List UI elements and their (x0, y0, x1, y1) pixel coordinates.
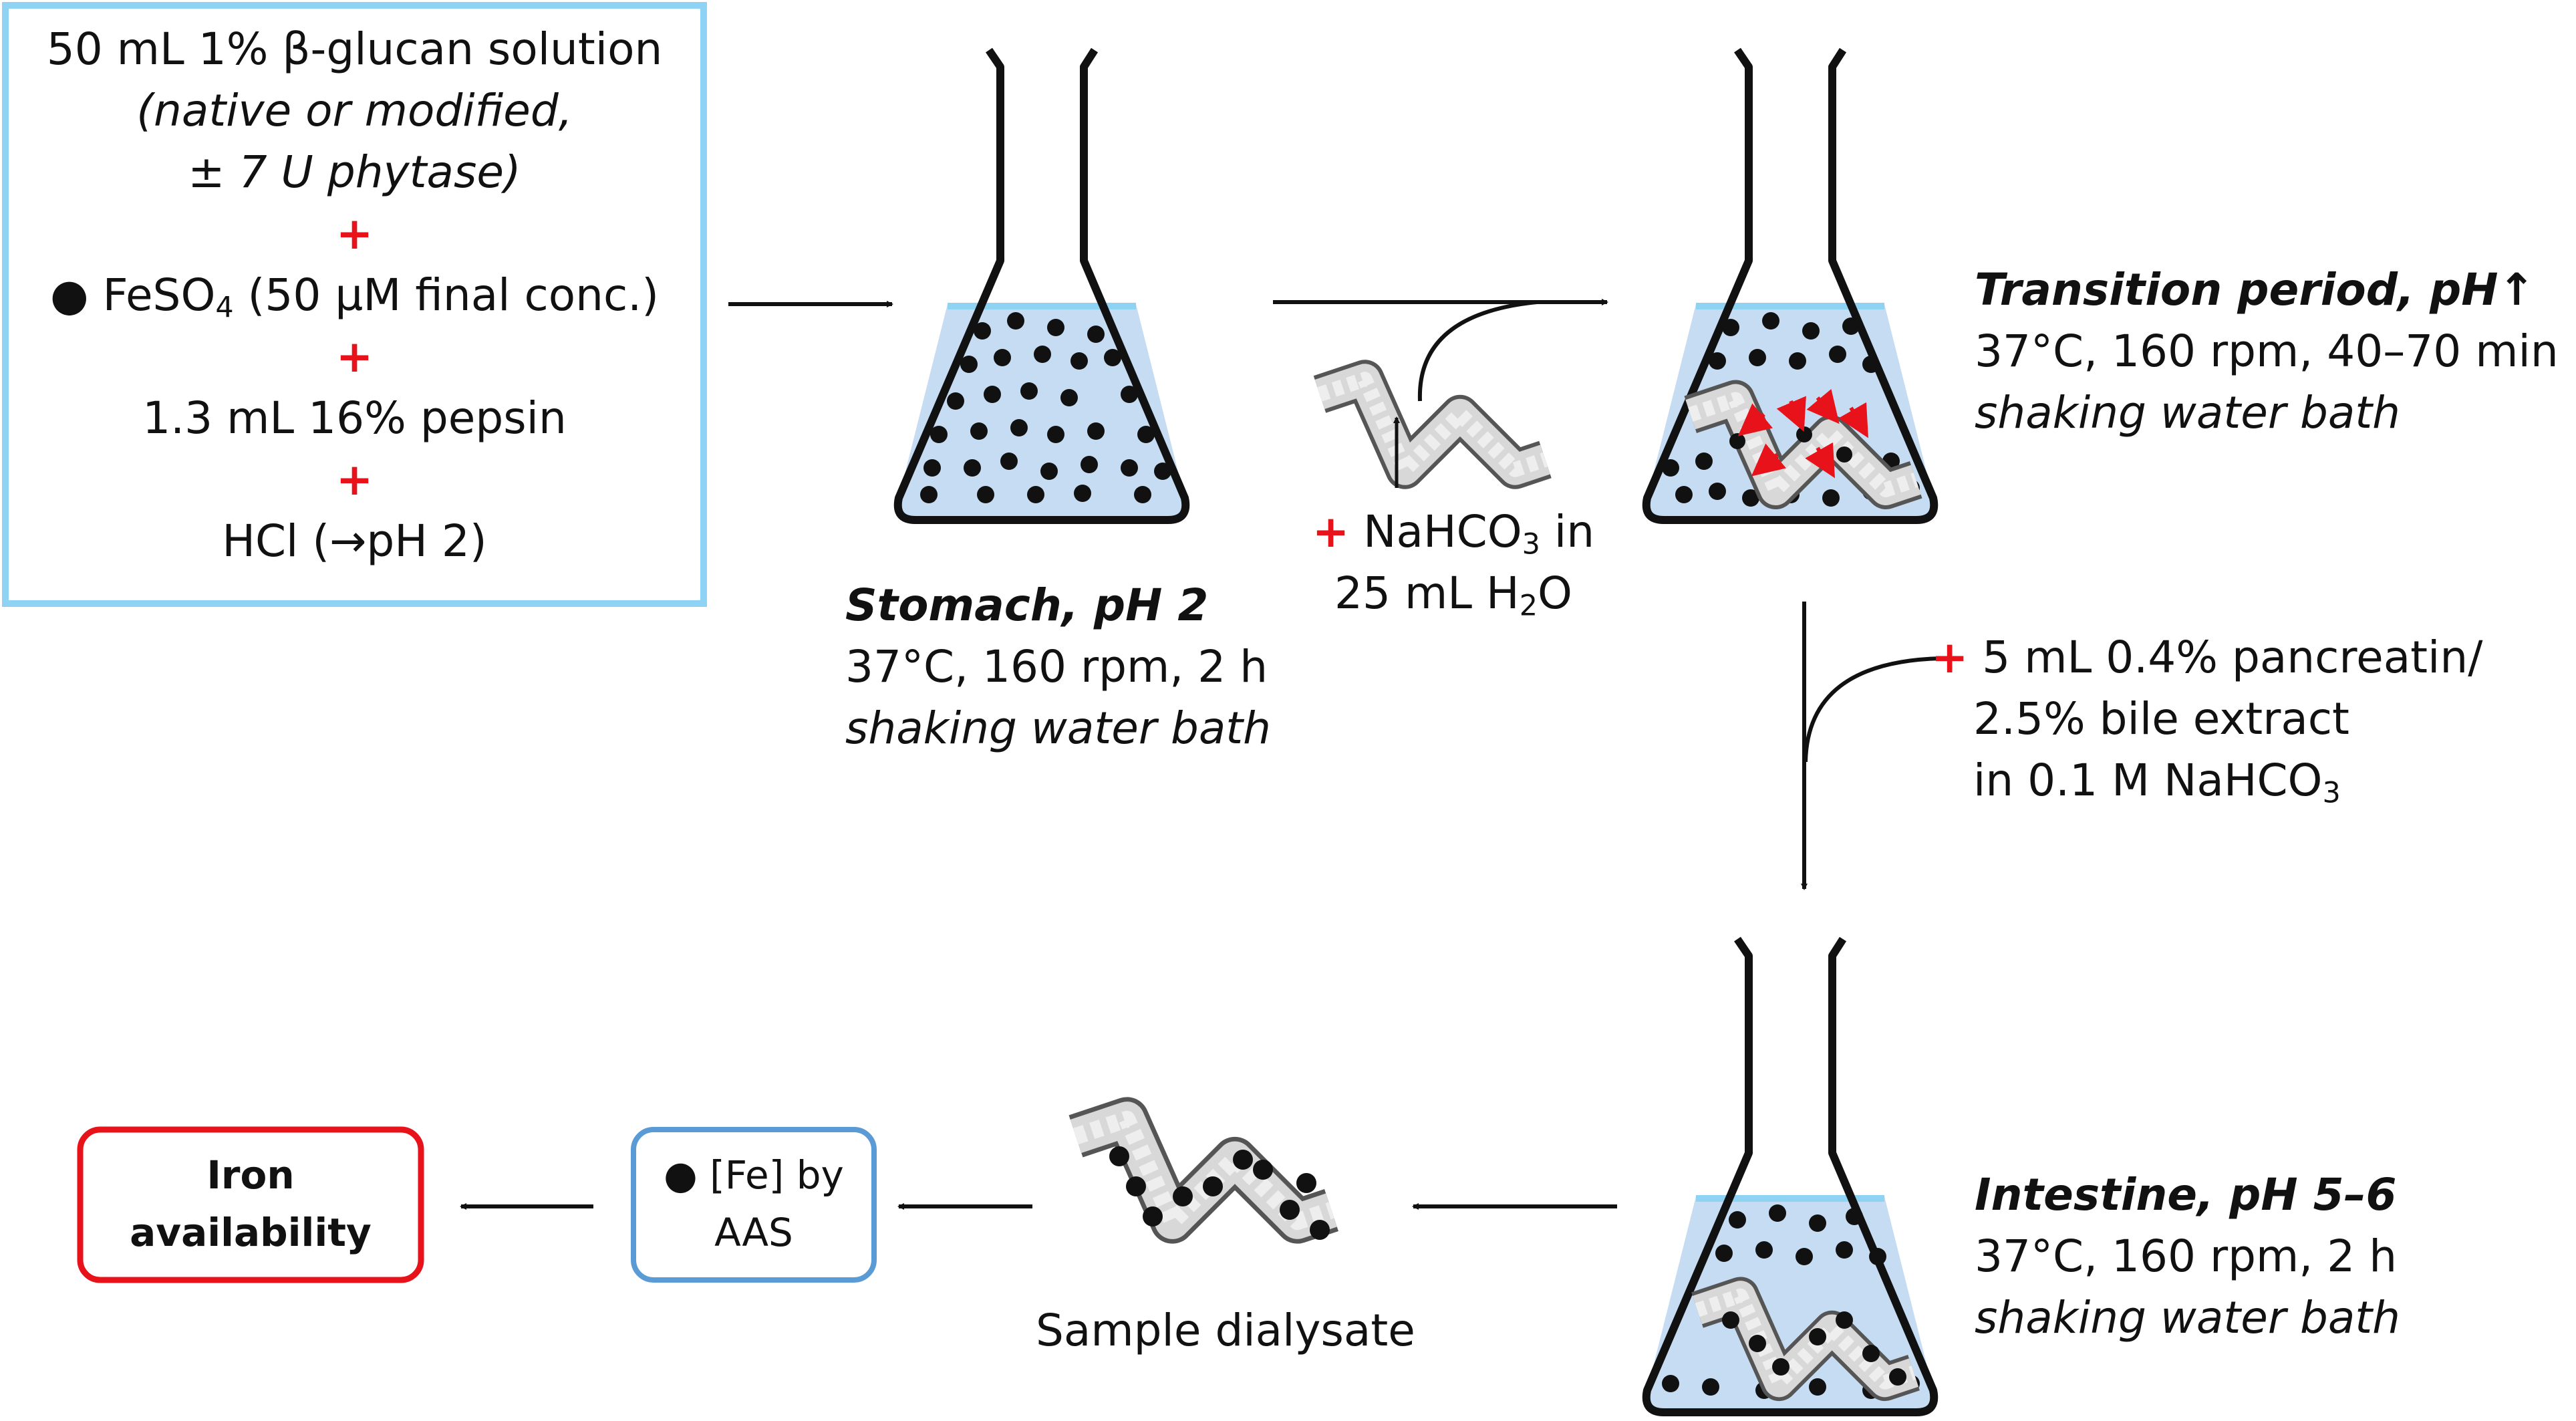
plus-sign: + (335, 331, 374, 382)
input-pepsin: 1.3 mL 16% pepsin (142, 392, 567, 444)
bicarbonate-line1: NaHCO (1363, 506, 1522, 557)
stomach-label: Stomach, pH 2 37°C, 160 rpm, 2 h shaking… (845, 575, 1271, 759)
plus-sign: + (1931, 632, 1969, 683)
intestine-label: Intestine, pH 5–6 37°C, 160 rpm, 2 h sha… (1975, 1164, 2400, 1349)
bicarbonate-sub1: 3 (1522, 527, 1540, 561)
transition-flask (1642, 47, 1939, 524)
feso4-conc: (50 µM final conc.) (233, 269, 659, 321)
arrow-tube-join (1417, 300, 1538, 402)
input-line1: 50 mL 1% β-glucan solution (46, 23, 663, 75)
input-hcl: HCl (→pH 2) (222, 515, 487, 567)
pancreatin-line2: 2.5% bile extract (1973, 693, 2349, 745)
stomach-conditions: 37°C, 160 rpm, 2 h (845, 641, 1268, 692)
result-line2: availability (130, 1210, 372, 1255)
pancreatin-line3: in 0.1 M NaHCO (1973, 755, 2323, 806)
input-box-text: 50 mL 1% β-glucan solution (native or mo… (5, 19, 704, 572)
input-line3: ± 7 U phytase) (188, 146, 521, 198)
bicarbonate-sub2: 2 (1519, 589, 1538, 623)
intestine-apparatus: shaking water bath (1975, 1292, 2400, 1343)
stomach-apparatus: shaking water bath (845, 702, 1271, 754)
plus-sign: + (1312, 506, 1350, 557)
stomach-title: Stomach, pH 2 (845, 579, 1209, 631)
dialysis-tube (1320, 380, 1546, 470)
feso4-label: FeSO (102, 269, 216, 321)
input-feso4: ● FeSO4 (50 µM final conc.) (50, 269, 659, 325)
feso4-sub: 4 (215, 291, 234, 325)
dialysate-tube (1076, 1120, 1332, 1241)
result-box (77, 1126, 424, 1283)
transition-title: Transition period, pH↑ (1975, 264, 2535, 315)
plus-sign: + (335, 454, 374, 505)
transition-label: Transition period, pH↑ 37°C, 160 rpm, 40… (1975, 259, 2559, 444)
sample-label: Sample dialysate (1036, 1305, 1415, 1356)
input-line2: (native or modified, (136, 85, 573, 136)
stomach-flask (893, 47, 1190, 524)
bicarbonate-line2-end: O (1537, 567, 1572, 619)
aas-line2: AAS (714, 1210, 793, 1255)
input-box (2, 2, 707, 607)
aas-box (631, 1127, 877, 1283)
pancreatin-sub: 3 (2322, 776, 2341, 810)
result-text: Iron availability (80, 1146, 421, 1261)
pancreatin-line1: 5 mL 0.4% pancreatin/ (1982, 632, 2483, 683)
arrow-pancreatin-join (1804, 656, 1942, 763)
plus-sign: + (335, 208, 374, 259)
result-line1: Iron (206, 1152, 295, 1198)
bicarbonate-line2: 25 mL H (1334, 567, 1520, 619)
aas-text: ● [Fe] by AAS (633, 1146, 874, 1261)
transition-apparatus: shaking water bath (1975, 387, 2400, 438)
intestine-title: Intestine, pH 5–6 (1975, 1169, 2397, 1220)
bicarbonate-line1-end: in (1540, 506, 1595, 557)
bicarbonate-label: + NaHCO3 in 25 mL H2O (1280, 501, 1627, 624)
pancreatin-label: + 5 mL 0.4% pancreatin/ 2.5% bile extrac… (1931, 627, 2482, 811)
transition-conditions: 37°C, 160 rpm, 40–70 min (1975, 326, 2559, 377)
intestine-conditions: 37°C, 160 rpm, 2 h (1975, 1231, 2398, 1282)
intestine-flask (1642, 936, 1939, 1416)
aas-line1: [Fe] by (710, 1152, 844, 1198)
